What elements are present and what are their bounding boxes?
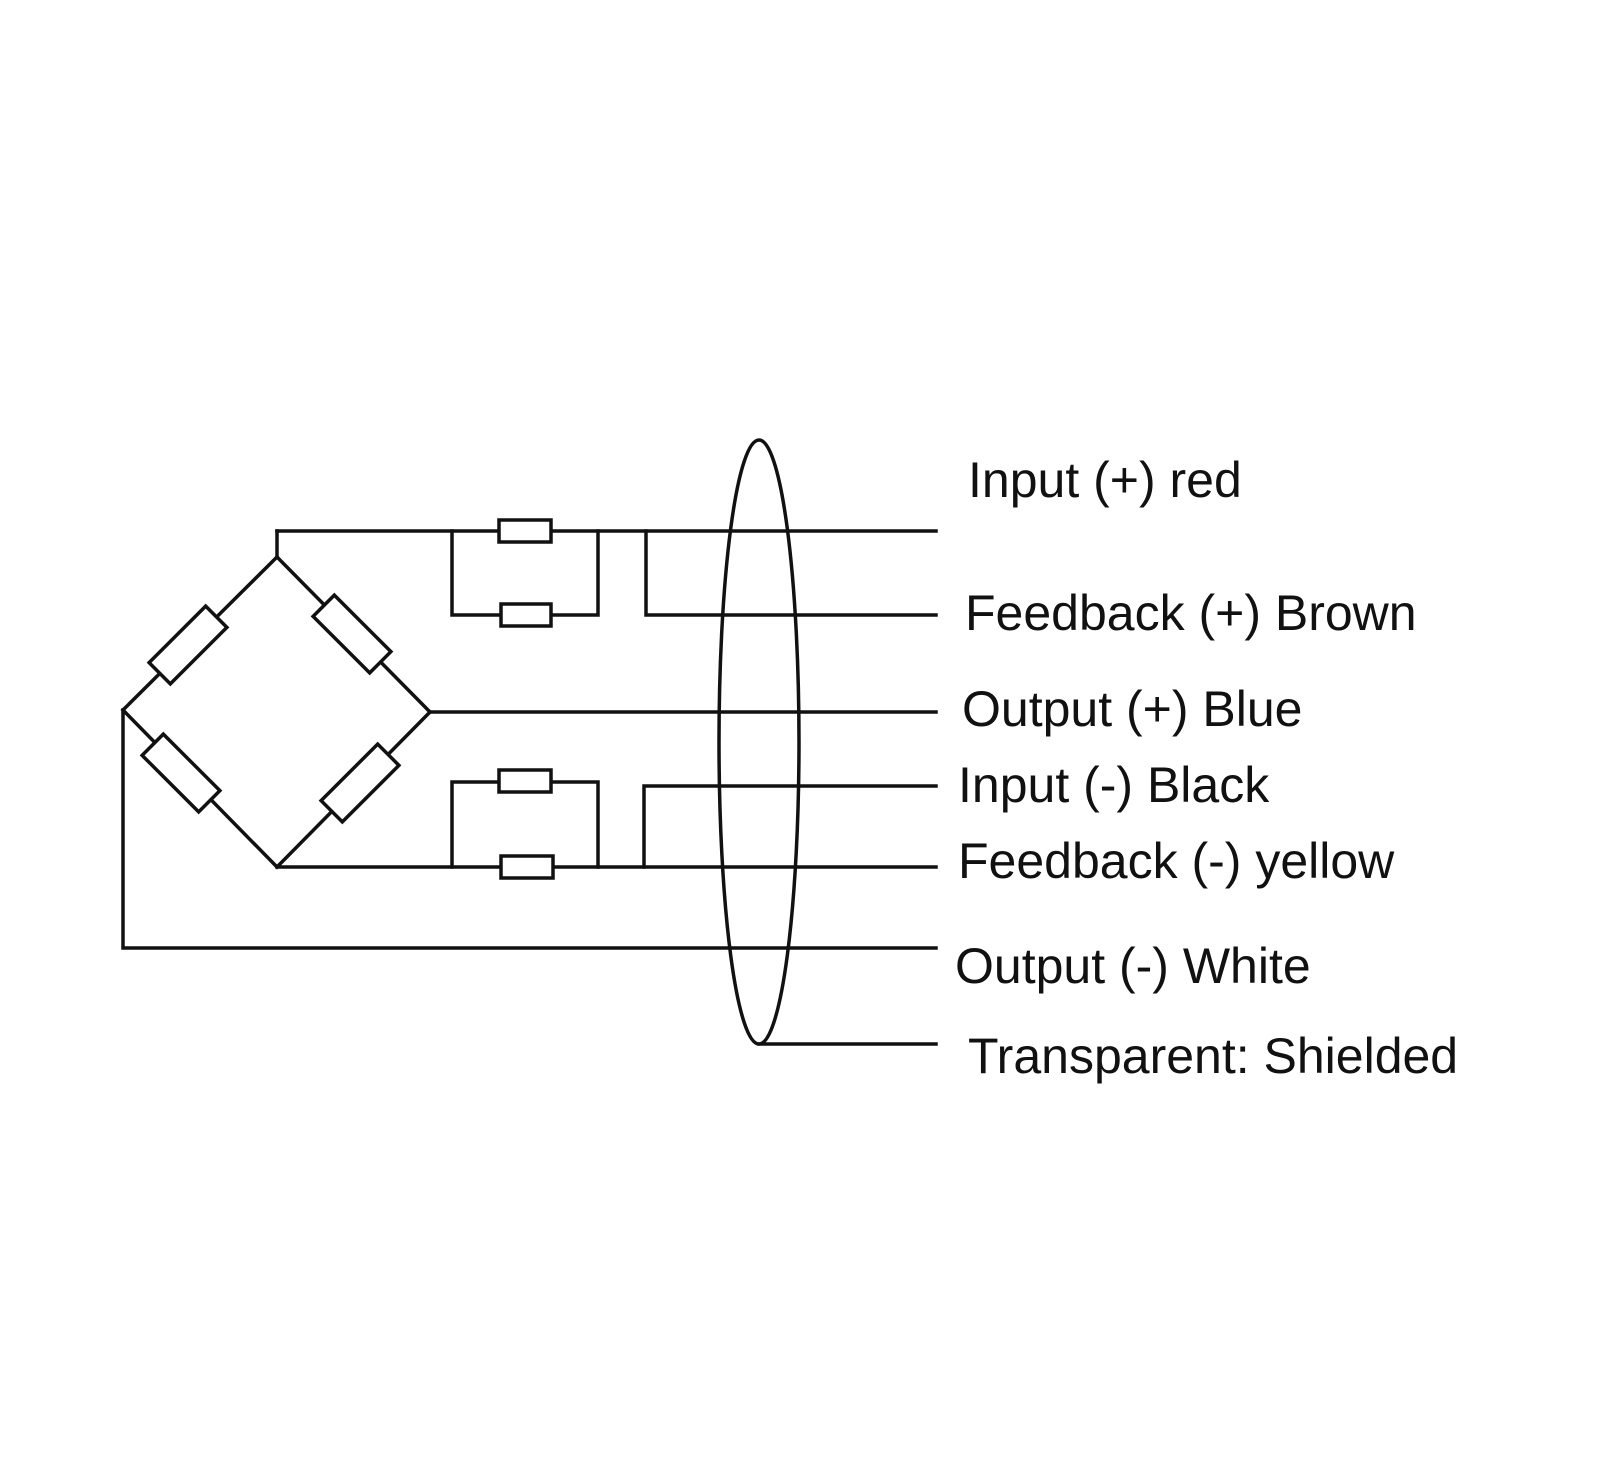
label-shield: Transparent: Shielded (968, 1028, 1459, 1084)
bridge-resistor-bottom-left (139, 731, 223, 815)
label-input-neg: Input (-) Black (958, 757, 1270, 813)
lower-resistor-a (497, 768, 553, 794)
label-output-pos: Output (+) Blue (962, 681, 1303, 737)
label-feedback-pos: Feedback (+) Brown (965, 585, 1417, 641)
label-feedback-neg: Feedback (-) yellow (958, 833, 1395, 889)
upper-resistor-a (497, 518, 553, 544)
wire-input-neg-line (642, 784, 938, 869)
wheatstone-bridge (120, 554, 433, 870)
bridge-resistor-bottom-right (318, 741, 402, 825)
bridge-resistor-top-left (146, 603, 230, 687)
wire-feedback-pos-line (644, 529, 938, 617)
bridge-resistor-top-right (310, 592, 394, 676)
label-output-neg: Output (-) White (955, 938, 1311, 994)
wire-output-neg-line (121, 708, 938, 950)
label-input-pos: Input (+) red (968, 452, 1242, 508)
lower-compensation-network (275, 768, 938, 880)
lower-resistor-b (499, 854, 555, 880)
upper-compensation-network (275, 518, 938, 628)
upper-resistor-b (499, 602, 553, 628)
